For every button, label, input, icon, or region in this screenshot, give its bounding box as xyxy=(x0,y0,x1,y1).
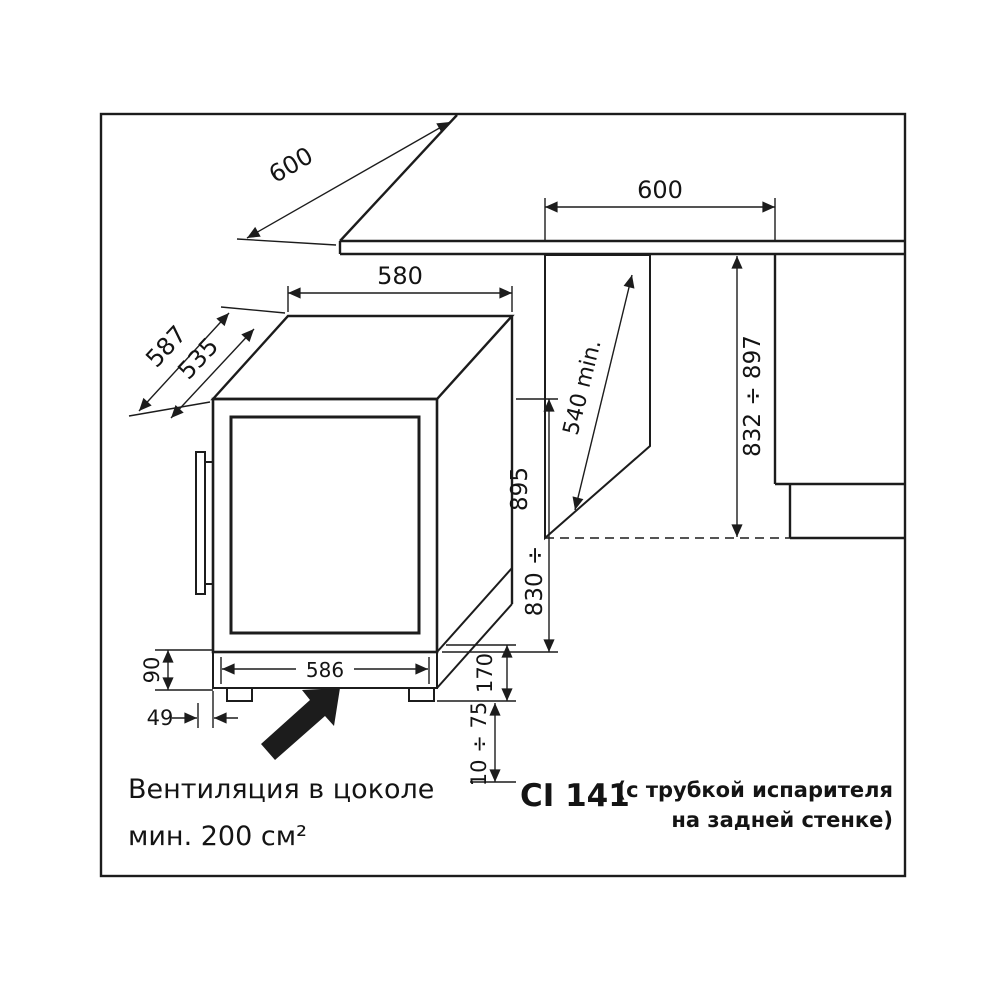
appliance-side-base-edge xyxy=(436,603,513,689)
appliance-plinth xyxy=(212,651,438,689)
label-niche-height: 832 ÷ 897 xyxy=(740,335,766,457)
label-appliance-height-upper: 895 xyxy=(507,467,533,511)
door-handle xyxy=(195,451,206,595)
ventilation-arrow-icon xyxy=(261,688,340,760)
ventilation-note-line1: Вентиляция в цоколе xyxy=(128,774,434,805)
model-note-line2: на задней стенке) xyxy=(671,808,893,832)
label-counter-depth: 600 xyxy=(264,141,318,188)
label-niche-width: 600 xyxy=(637,176,683,204)
dim-niche-depth: 540 min. xyxy=(559,274,635,511)
appliance-top-face xyxy=(210,314,515,401)
label-top-width: 580 xyxy=(377,262,423,290)
dim-handle-offset: 49 xyxy=(147,691,238,730)
label-plinth-right: 170 xyxy=(473,653,497,693)
dim-base-width: 586 xyxy=(220,657,430,684)
appliance-door-glass xyxy=(229,415,421,635)
dim-feet-range: 10 ÷ 75 xyxy=(467,702,516,786)
appliance-door xyxy=(211,397,439,654)
label-handle-offset: 49 xyxy=(147,706,174,730)
appliance-foot-right xyxy=(408,687,435,702)
dim-niche-height: 832 ÷ 897 xyxy=(731,256,766,537)
diagram-frame xyxy=(99,112,907,878)
label-niche-depth: 540 min. xyxy=(559,337,607,438)
label-plinth-left: 90 xyxy=(140,657,164,684)
dim-niche-width: 600 xyxy=(544,176,776,240)
model-name: CI 141 xyxy=(520,778,630,814)
dim-appliance-height: 895 830 ÷ xyxy=(442,398,558,653)
label-appliance-height-lower: 830 ÷ xyxy=(522,546,548,616)
label-base-width: 586 xyxy=(306,658,344,682)
ventilation-note-line2: мин. 200 см² xyxy=(128,821,307,852)
model-note-line1: (с трубкой испарителя xyxy=(617,778,894,802)
niche-side-panel xyxy=(544,254,651,541)
appliance-side-bottom-edge xyxy=(436,567,513,653)
appliance xyxy=(195,314,515,702)
label-feet-range: 10 ÷ 75 xyxy=(467,702,491,786)
dim-plinth-left: 90 xyxy=(140,649,213,691)
dim-counter-depth: 600 xyxy=(236,121,451,246)
dim-top-width: 580 xyxy=(287,262,513,312)
tall-cabinet xyxy=(773,255,904,540)
appliance-foot-left xyxy=(226,687,253,702)
dim-plinth-right: 170 xyxy=(437,644,516,702)
